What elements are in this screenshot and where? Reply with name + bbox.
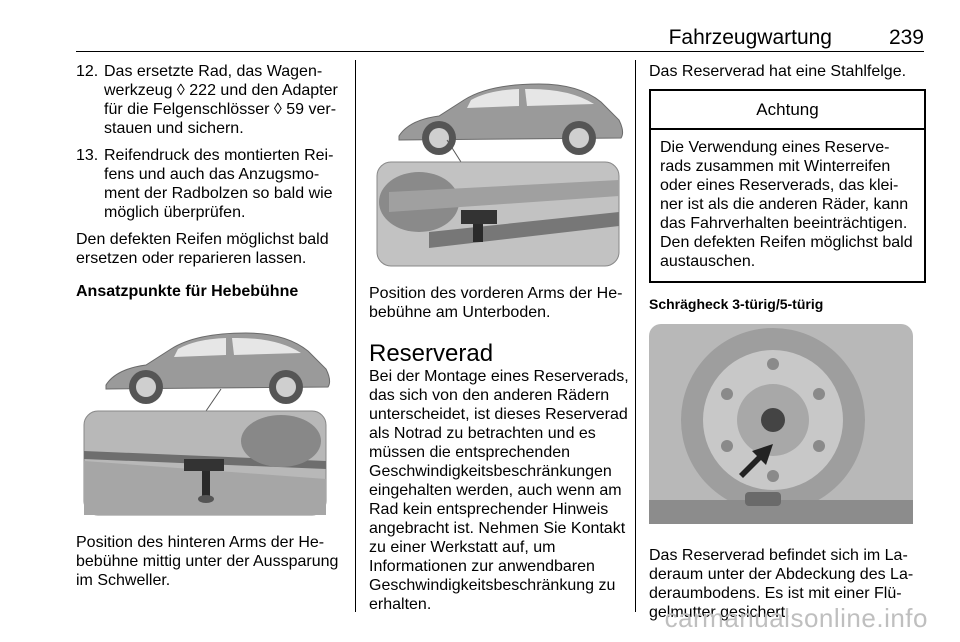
column-divider bbox=[635, 60, 636, 612]
column-right: Das Reserverad hat eine Stahlfelge. Acht… bbox=[649, 62, 926, 622]
figure-front-lift-point bbox=[369, 62, 627, 276]
paragraph: Das Reserverad hat eine Stahlfelge. bbox=[649, 63, 907, 80]
subheading: Ansatzpunkte für Hebebühne bbox=[76, 283, 299, 300]
list-item: 12. Das ersetzte Rad, das Wagen­werkzeug… bbox=[76, 62, 340, 138]
list-text: Reifendruck des montierten Rei­fens und … bbox=[104, 147, 334, 221]
list-text: Das ersetzte Rad, das Wagen­werkzeug ◊ 2… bbox=[104, 63, 338, 137]
column-divider bbox=[355, 60, 356, 612]
list-number: 12. bbox=[76, 63, 99, 80]
list-number: 13. bbox=[76, 147, 99, 164]
page-header: Fahrzeugwartung 239 bbox=[76, 26, 924, 52]
list-item: 13. Reifendruck des montierten Rei­fens … bbox=[76, 146, 340, 222]
header-rule bbox=[76, 51, 924, 52]
page-number: 239 bbox=[888, 26, 924, 49]
warning-text: Die Verwendung eines Reserve­rads zusamm… bbox=[660, 139, 913, 270]
section-title: Fahrzeugwartung bbox=[668, 26, 832, 49]
figure-caption: Position des vorderen Arms der He­bebühn… bbox=[369, 285, 623, 321]
spare-wheel-illustration bbox=[649, 324, 913, 538]
car-lift-illustration bbox=[369, 62, 627, 276]
section-heading: Reserverad bbox=[369, 340, 494, 367]
car-lift-illustration bbox=[76, 311, 334, 525]
paragraph: Bei der Montage eines Reserverads, das s… bbox=[369, 368, 629, 613]
figure-rear-lift-point bbox=[76, 311, 334, 525]
warning-title: Achtung bbox=[651, 91, 924, 130]
figure-caption: Position des hinteren Arms der He­bebühn… bbox=[76, 534, 339, 589]
subheading: Schrägheck 3-türig/5-türig bbox=[649, 296, 824, 312]
figure-caption: Das Reserverad befindet sich im La­derau… bbox=[649, 547, 914, 621]
figure-spare-wheel bbox=[649, 324, 913, 538]
paragraph: Den defekten Reifen möglichst bald erset… bbox=[76, 231, 329, 267]
column-middle: Position des vorderen Arms der He­bebühn… bbox=[369, 62, 633, 614]
warning-box: Achtung Die Verwendung eines Reserve­rad… bbox=[649, 89, 926, 283]
column-left: 12. Das ersetzte Rad, das Wagen­werkzeug… bbox=[76, 62, 340, 590]
watermark: carmanualsonline.info bbox=[664, 603, 928, 633]
